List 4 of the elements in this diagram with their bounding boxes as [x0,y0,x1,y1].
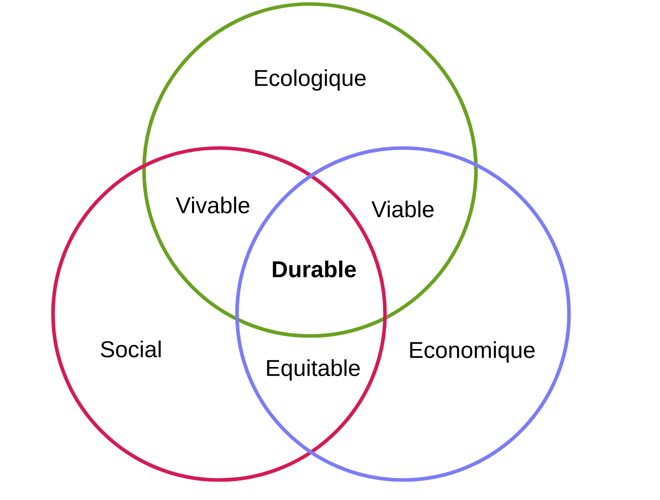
region-label: Equitable [267,359,360,381]
region-label: Viable [371,200,434,218]
region-label: Vivable [176,196,250,214]
region-label: Durable [272,260,356,278]
